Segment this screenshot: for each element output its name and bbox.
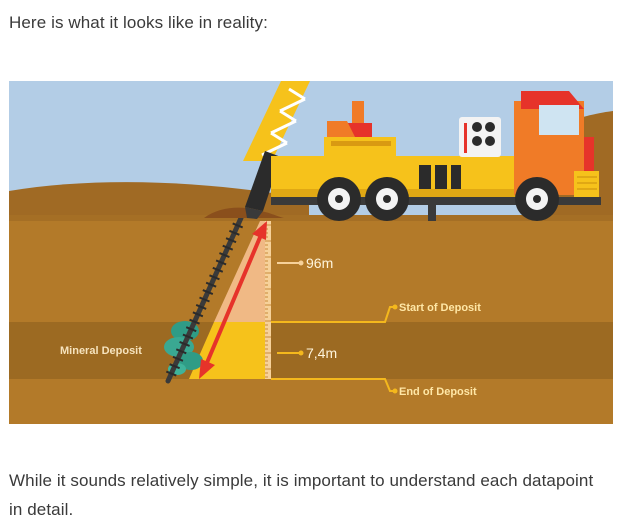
- outro-text: While it sounds relatively simple, it is…: [9, 471, 594, 519]
- drill-truck: [271, 91, 601, 221]
- deposit-band: [9, 322, 613, 379]
- end-deposit-label: End of Deposit: [399, 386, 477, 398]
- wheel-1: [317, 177, 361, 221]
- intro-text: Here is what it looks like in reality:: [9, 13, 268, 32]
- start-deposit-label: Start of Deposit: [399, 302, 481, 314]
- dirt-pile: [204, 207, 284, 218]
- end-deposit-callout: End of Deposit: [271, 378, 477, 398]
- depth-label: 96m: [306, 255, 333, 271]
- ground: [9, 215, 613, 424]
- depth-callout: 96m: [277, 255, 333, 271]
- drilling-illustration: 96m Start of Deposit 7,4m End of Deposit…: [9, 81, 613, 424]
- drilling-diagram: 96m Start of Deposit 7,4m End of Deposit…: [9, 81, 613, 424]
- mineral-deposit-label: Mineral Deposit: [60, 345, 142, 357]
- start-deposit-callout: Start of Deposit: [271, 302, 481, 323]
- ground-edge: [9, 215, 613, 221]
- drill-mast: [243, 81, 310, 219]
- depth-ruler: [265, 221, 271, 379]
- drill-string: [165, 215, 244, 384]
- thickness-label: 7,4m: [306, 345, 337, 361]
- wheel-3: [515, 177, 559, 221]
- wheel-2: [365, 177, 409, 221]
- depth-arrow: [199, 221, 267, 379]
- thickness-callout: 7,4m: [277, 345, 337, 361]
